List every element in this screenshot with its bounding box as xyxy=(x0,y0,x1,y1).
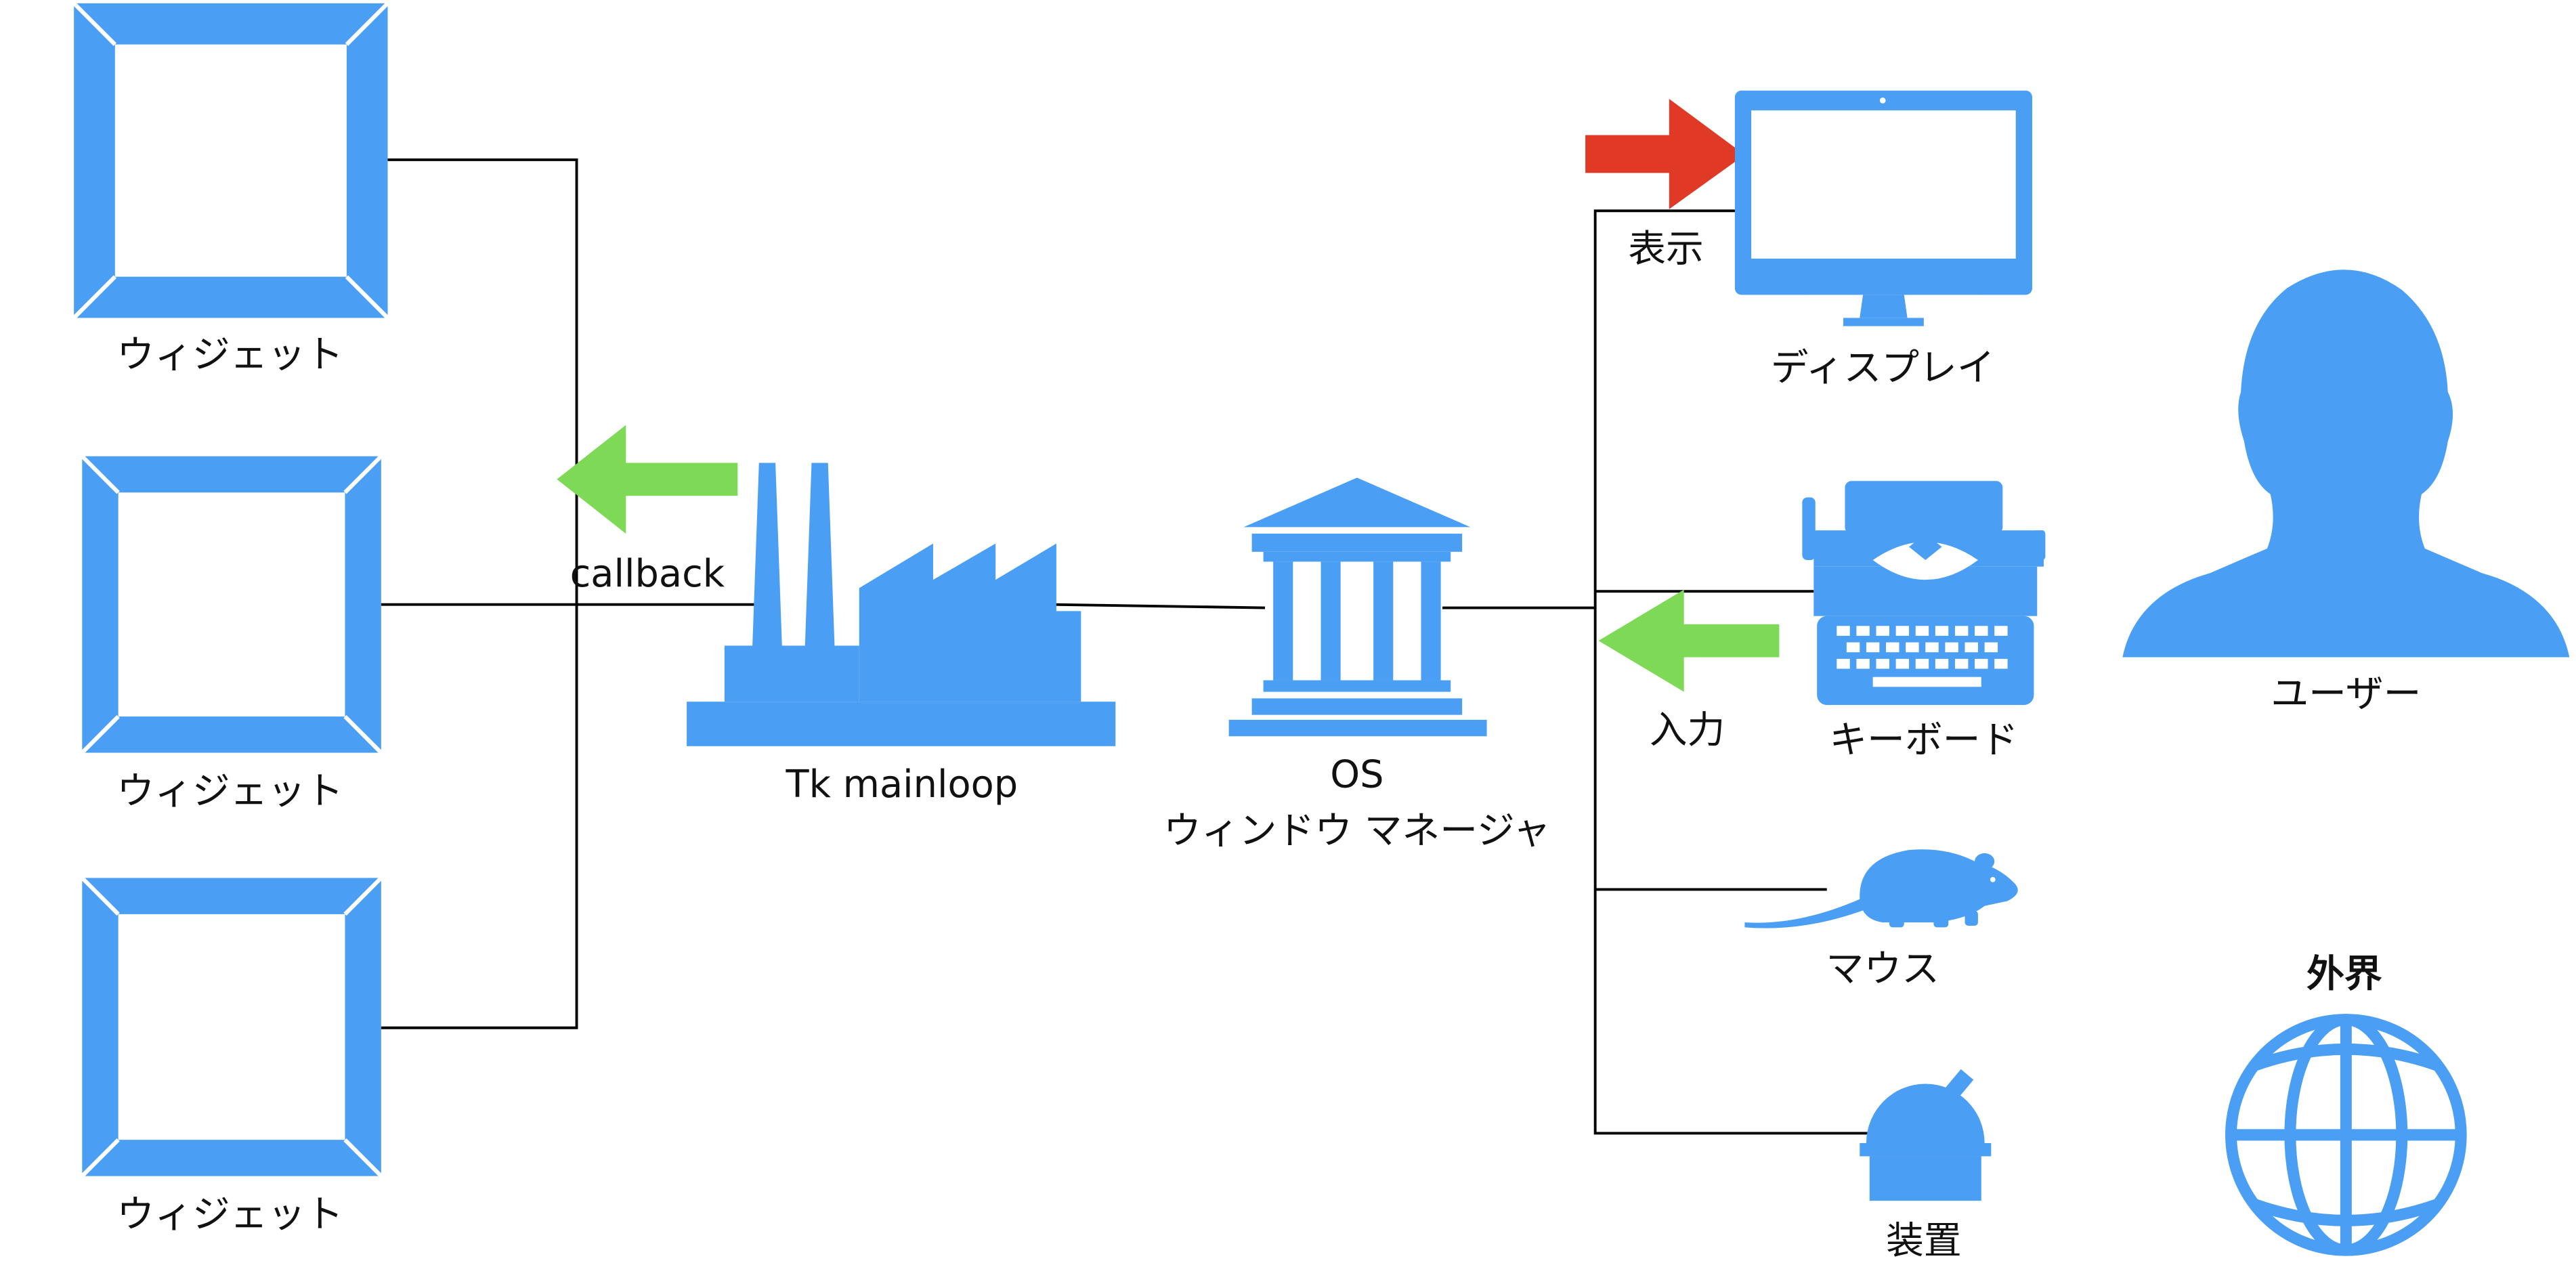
widget-bus-line xyxy=(381,158,578,1029)
tk-mainloop-node[interactable]: Tk mainloop xyxy=(687,463,1116,807)
mainloop-label: Tk mainloop xyxy=(786,763,1018,807)
globe-icon xyxy=(2225,1014,2467,1256)
widget-1[interactable]: ウィジェット xyxy=(72,1,389,377)
callback-label: callback xyxy=(570,552,725,596)
keyboard-label: キーボード xyxy=(1829,718,2018,762)
device-node[interactable]: 装置 xyxy=(1860,1069,1992,1263)
keyboard-input-arrow: 入力 xyxy=(1598,589,1780,752)
world-node[interactable]: 外界 xyxy=(2225,952,2467,1256)
green-left-arrow-icon xyxy=(1598,589,1780,692)
device-bus-line xyxy=(1593,209,1873,1135)
mouse-label: マウス xyxy=(1826,947,1939,991)
os-node[interactable]: OS ウィンドウ マネージャ xyxy=(1163,477,1551,853)
os-label: OS xyxy=(1330,753,1383,797)
square-frame-icon xyxy=(81,454,383,754)
mouse-node[interactable]: マウス xyxy=(1744,849,2018,991)
window-manager-label: ウィンドウ マネージャ xyxy=(1163,809,1551,853)
widget-label: ウィジェット xyxy=(116,1193,343,1237)
keyboard-node[interactable]: キーボード xyxy=(1802,481,2046,763)
observatory-icon xyxy=(1860,1069,1992,1201)
widget-label: ウィジェット xyxy=(116,769,343,813)
factory-icon xyxy=(687,463,1116,746)
input-arrow-label: 入力 xyxy=(1650,708,1725,752)
user-node[interactable]: ユーザー xyxy=(2122,270,2570,716)
display-label: ディスプレイ xyxy=(1771,346,1995,390)
green-left-arrow-icon xyxy=(557,425,738,534)
callback-arrow: callback xyxy=(557,425,738,596)
typewriter-icon xyxy=(1802,481,2046,706)
monitor-icon xyxy=(1734,90,2032,326)
connector-lines xyxy=(381,158,1873,1135)
world-label: 外界 xyxy=(2306,952,2382,996)
display-node[interactable]: ディスプレイ xyxy=(1734,90,2032,390)
square-frame-icon xyxy=(81,876,383,1178)
display-arrow-label: 表示 xyxy=(1628,228,1704,272)
widget-label: ウィジェット xyxy=(116,333,343,377)
person-silhouette-icon xyxy=(2122,270,2570,658)
square-frame-icon xyxy=(72,1,389,320)
display-arrow: 表示 xyxy=(1585,98,1745,272)
widget-2[interactable]: ウィジェット xyxy=(81,454,383,813)
mouse-rodent-icon xyxy=(1744,849,2018,928)
device-label: 装置 xyxy=(1886,1219,1962,1263)
red-right-arrow-icon xyxy=(1585,98,1745,209)
widget-3[interactable]: ウィジェット xyxy=(81,876,383,1237)
user-label: ユーザー xyxy=(2271,672,2421,716)
government-building-icon xyxy=(1228,477,1487,737)
mainloop-os-line xyxy=(1051,603,1266,609)
